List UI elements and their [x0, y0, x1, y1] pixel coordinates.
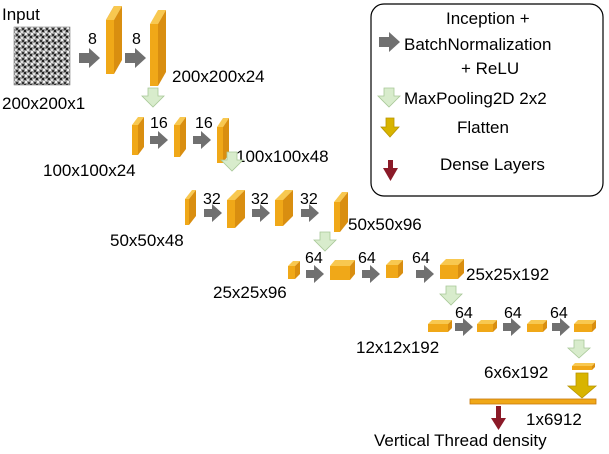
- green-down-arrow-icon: [377, 87, 401, 108]
- pooling-arrow-icon: [313, 231, 337, 252]
- pooling-arrow-icon: [439, 285, 463, 306]
- feature-map-block: [150, 10, 166, 86]
- feature-map-block: [527, 320, 547, 332]
- output-size-label: 200x200x24: [172, 67, 265, 86]
- legend-label: + ReLU: [461, 59, 519, 78]
- dense-arrow-icon: [491, 406, 506, 430]
- output-size-label: 50x50x96: [348, 215, 422, 234]
- inception-arrow-icon: [79, 48, 100, 68]
- feature-map-block: [185, 190, 196, 225]
- channel-label: 64: [455, 305, 473, 322]
- feature-map-block: [440, 259, 464, 279]
- channel-label: 64: [412, 250, 430, 267]
- inception-arrow-icon: [193, 131, 211, 149]
- channel-label: 64: [305, 250, 323, 267]
- inception-arrow-icon: [362, 265, 380, 283]
- red-down-arrow-icon: [383, 160, 398, 181]
- channel-label: 32: [300, 191, 318, 208]
- gray-arrow-icon: [379, 32, 400, 52]
- input-label: Input: [2, 5, 40, 24]
- flatten-size-label: 1x6912: [526, 410, 582, 429]
- inception-arrow-icon: [306, 265, 324, 283]
- inception-arrow-icon: [416, 265, 434, 283]
- channel-label: 8: [132, 31, 141, 48]
- channel-label: 32: [251, 191, 269, 208]
- legend-label: BatchNormalization: [404, 35, 551, 54]
- channel-label: 8: [88, 31, 97, 48]
- legend-label: Inception +: [446, 9, 530, 28]
- output-size-label: 100x100x48: [236, 147, 329, 166]
- channel-label: 32: [203, 191, 221, 208]
- feature-map-block: [574, 320, 596, 332]
- inception-arrow-icon: [204, 204, 222, 222]
- feature-map-block: [275, 190, 293, 226]
- legend-label: Dense Layers: [440, 155, 545, 174]
- input-size-label: 50x50x48: [110, 231, 184, 250]
- legend-label: Flatten: [457, 118, 509, 137]
- inception-arrow-icon: [552, 318, 570, 336]
- flatten-arrow-icon: [566, 372, 598, 399]
- feature-map-block: [174, 117, 186, 157]
- pooling-arrow-icon: [141, 87, 165, 108]
- channel-label: 64: [550, 305, 568, 322]
- feature-map-block: [288, 261, 300, 279]
- inception-arrow-icon: [150, 131, 168, 149]
- feature-map-block: [106, 6, 122, 74]
- output-label: Vertical Thread density: [374, 431, 547, 450]
- input-image: [13, 26, 71, 86]
- pooling-arrow-icon: [220, 151, 244, 172]
- feature-map-block: [132, 117, 144, 155]
- legend-box: [370, 3, 604, 197]
- inception-arrow-icon: [503, 318, 521, 336]
- pooled-size-label: 6x6x192: [484, 363, 548, 382]
- feature-map-block: [572, 363, 595, 370]
- input-size-label: 25x25x96: [213, 283, 287, 302]
- channel-label: 64: [504, 305, 522, 322]
- inception-arrow-icon: [455, 318, 473, 336]
- feature-map-block: [227, 190, 245, 228]
- flatten-vector: [469, 398, 597, 405]
- pooling-arrow-icon: [566, 339, 592, 359]
- feature-map-block: [334, 192, 348, 232]
- channel-label: 16: [150, 115, 168, 132]
- output-size-label: 25x25x192: [466, 265, 549, 284]
- inception-arrow-icon: [252, 204, 270, 222]
- input-size-label: 12x12x192: [356, 338, 439, 357]
- inception-arrow-icon: [125, 48, 146, 68]
- feature-map-block: [330, 260, 355, 280]
- channel-label: 64: [358, 250, 376, 267]
- input-size-label: 200x200x1: [2, 94, 85, 113]
- inception-arrow-icon: [301, 204, 319, 222]
- feature-map-block: [428, 320, 452, 332]
- feature-map-block: [477, 320, 497, 332]
- legend-label: MaxPooling2D 2x2: [404, 89, 547, 108]
- channel-label: 16: [195, 115, 213, 132]
- legend: Inception + BatchNormalization + ReLU Ma…: [370, 3, 604, 197]
- feature-map-block: [386, 260, 403, 278]
- input-size-label: 100x100x24: [43, 161, 136, 180]
- yellow-down-arrow-icon: [380, 117, 400, 138]
